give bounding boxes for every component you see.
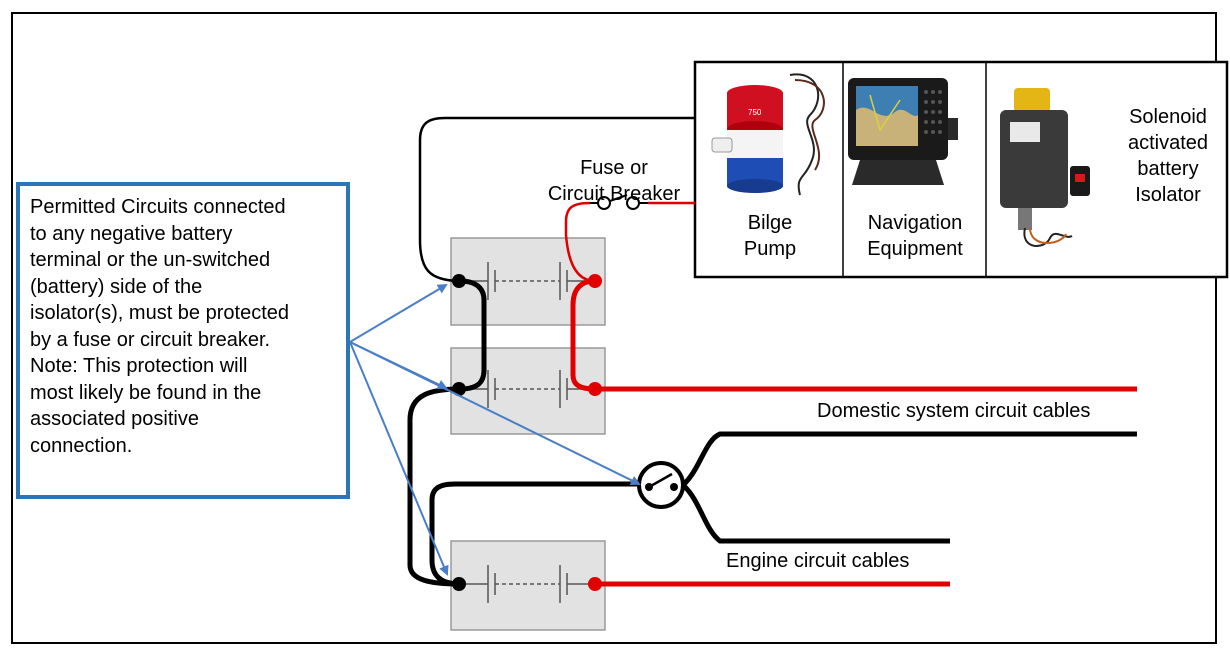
solenoid-isolator-image [1000, 88, 1090, 247]
callout-line: by a fuse or circuit breaker. [30, 328, 271, 351]
negative-link-top-middle [459, 278, 487, 392]
svg-text:750: 750 [748, 108, 762, 117]
callout-line: terminal or the un-switched [30, 249, 271, 271]
navigation-equipment-label-line: Navigation [867, 212, 963, 234]
battery-bottom [450, 540, 606, 631]
callout-line: associated positive [30, 408, 199, 430]
bilge-pump-label: Bilge Pump [700, 210, 840, 262]
callout-arrows [349, 283, 641, 576]
fuse-label-line: Circuit Breaker [547, 183, 681, 205]
callout-line: to any negative battery [30, 222, 233, 245]
isolator-label-line: activated [1127, 132, 1209, 154]
negative-domestic-cable [681, 431, 1137, 487]
callout-box: Permitted Circuits connected to any nega… [16, 182, 350, 499]
fuse-switch-blade [609, 194, 628, 202]
navigation-equipment-label-line: Equipment [867, 238, 963, 260]
isolator-label-line: Isolator [1135, 184, 1201, 206]
negative-wire-equipment [418, 116, 695, 283]
callout-line: Permitted Circuits connected [30, 196, 286, 218]
terminal-positive-bottom [588, 577, 602, 591]
isolator-label: Solenoid activated battery Isolator [1112, 104, 1224, 208]
terminal-positive-middle [588, 382, 602, 396]
callout-line: connection. [30, 434, 133, 457]
bilge-pump-label-line: Pump [743, 238, 797, 260]
positive-domestic-cable [570, 278, 1137, 392]
terminal-negative-middle [452, 382, 466, 396]
positive-wire-fuse [564, 201, 596, 283]
negative-link-middle-bottom [407, 386, 461, 587]
callout-line: (battery) side of the [30, 275, 203, 298]
isolator-label-line: battery [1137, 158, 1199, 180]
terminal-positive-top [588, 274, 602, 288]
negative-engine-cable [681, 483, 950, 544]
bilge-pump-label-line: Bilge [747, 212, 793, 234]
domestic-cables-label: Domestic system circuit cables [817, 400, 1091, 422]
fuse-label: Fuse or Circuit Breaker [538, 155, 690, 207]
navigation-equipment-image [848, 78, 958, 185]
terminal-negative-bottom [452, 577, 466, 591]
terminal-negative-top [452, 274, 466, 288]
fuse-label-line: Fuse or [580, 157, 648, 179]
equipment-box [693, 60, 1229, 279]
engine-cables-label: Engine circuit cables [726, 550, 910, 572]
callout-line: Note: This protection will [30, 355, 248, 377]
fuse-contact-left [597, 196, 611, 210]
negative-isolator-wire [429, 481, 645, 587]
battery-middle [450, 347, 606, 435]
callout-line: isolator(s), must be protected [30, 302, 289, 324]
navigation-equipment-label: Navigation Equipment [845, 210, 985, 262]
bilge-pump-image: 750 [711, 73, 825, 196]
battery-top [450, 237, 606, 326]
isolator-label-line: Solenoid [1129, 106, 1207, 128]
callout-line: most likely be found in the [30, 381, 262, 404]
